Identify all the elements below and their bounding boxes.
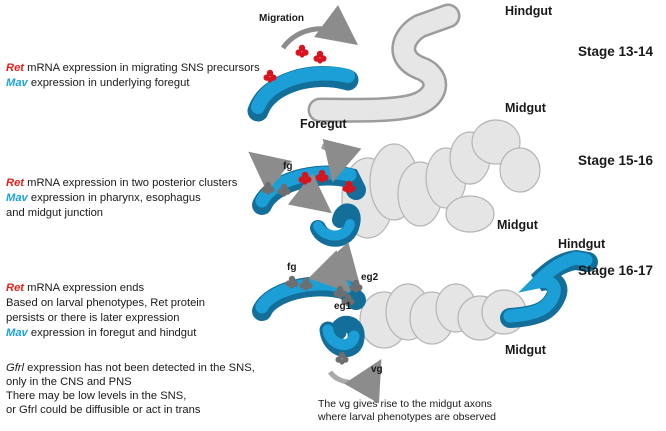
stage3-title: Stage 16-17 bbox=[578, 263, 654, 278]
gfrl-italic: Gfrl bbox=[6, 362, 25, 374]
stage2-migration-arrows bbox=[248, 138, 362, 214]
stage2-illustration bbox=[248, 119, 541, 247]
stage3-fg-label: fg bbox=[287, 262, 297, 273]
mav-marker: Mav bbox=[6, 192, 28, 204]
gfrl-note-line-1: Gfrl expression has not been detected in… bbox=[6, 361, 255, 375]
stage1-ret-text: mRNA expression in migrating SNS precurs… bbox=[24, 62, 260, 74]
stage3-eg2-label: eg2 bbox=[361, 272, 379, 283]
stage1-midgut-label: Midgut bbox=[505, 101, 546, 115]
stage1-ret-line: Ret mRNA expression in migrating SNS pre… bbox=[6, 61, 260, 75]
stage2-title: Stage 15-16 bbox=[578, 153, 654, 168]
stage3-midgut-label: Midgut bbox=[505, 343, 546, 357]
gfrl-note-line-3: There may be low levels in the SNS, bbox=[6, 390, 187, 402]
stage3-migration-arrows bbox=[308, 242, 382, 404]
mav-marker: Mav bbox=[6, 77, 28, 89]
gfrl-note-text-1: expression has not been detected in the … bbox=[24, 362, 255, 374]
stage2-ret-line: Ret mRNA expression in two posterior clu… bbox=[6, 176, 237, 190]
migration-arrow bbox=[280, 5, 359, 50]
stage3-midgut-coils bbox=[359, 283, 527, 349]
stage3-mav-text: expression in foregut and hindgut bbox=[27, 327, 197, 339]
stage2-mav-line: Mav expression in pharynx, esophagus bbox=[6, 191, 201, 205]
stage1-mav-line: Mav expression in underlying foregut bbox=[6, 76, 189, 90]
migration-label: Migration bbox=[259, 13, 304, 24]
ret-marker: Ret bbox=[6, 177, 25, 189]
ret-marker: Ret bbox=[6, 62, 25, 74]
stage1-title: Stage 13-14 bbox=[578, 44, 654, 59]
stage2-mav-text-cont: and midgut junction bbox=[6, 207, 104, 219]
vg-note-line-2: where larval phenotypes are observed bbox=[318, 411, 497, 423]
stage3-illustration bbox=[252, 242, 598, 404]
stage3-line-2: Based on larval phenotypes, Ret protein bbox=[6, 297, 206, 309]
stage1-foregut-label: Foregut bbox=[300, 117, 347, 131]
stage2-ret-text: mRNA expression in two posterior cluster… bbox=[24, 177, 238, 189]
stage1-hindgut-label: Hindgut bbox=[505, 4, 553, 18]
stage1-mav-text: expression in underlying foregut bbox=[27, 77, 190, 89]
stage3-line-3: persists or there is later expression bbox=[6, 312, 180, 324]
stage2-fg-label: fg bbox=[283, 161, 293, 172]
stage3-vg-label: vg bbox=[371, 364, 383, 375]
stage2-mav-text: expression in pharynx, esophagus bbox=[27, 192, 201, 204]
stage2-midgut-label: Midgut bbox=[497, 218, 538, 232]
stage3-hindgut-label: Hindgut bbox=[558, 237, 606, 251]
gfrl-note-line-4: or Gfrl could be diffusible or act in tr… bbox=[6, 404, 201, 416]
gfrl-note-line-2: only in the CNS and PNS bbox=[6, 376, 132, 388]
ret-marker: Ret bbox=[6, 282, 25, 294]
vg-note-line-1: The vg gives rise to the midgut axons bbox=[318, 398, 492, 410]
stage3-eg1-label: eg1 bbox=[334, 301, 352, 312]
mav-marker: Mav bbox=[6, 327, 28, 339]
stage3-mav-line: Mav expression in foregut and hindgut bbox=[6, 326, 196, 340]
stage3-ret-text: mRNA expression ends bbox=[24, 282, 145, 294]
stage1-illustration bbox=[247, 3, 461, 123]
stage3-ret-line: Ret mRNA expression ends bbox=[6, 281, 144, 295]
